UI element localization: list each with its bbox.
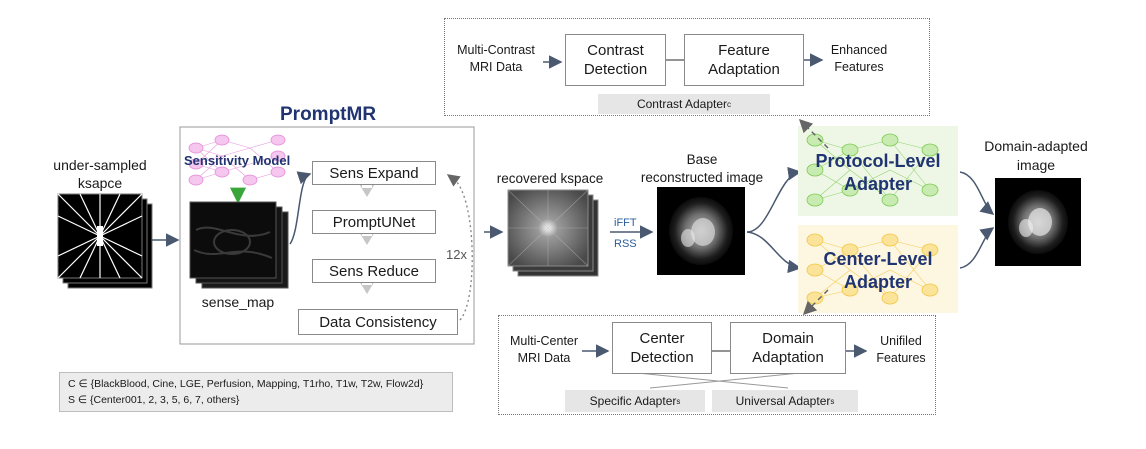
center-output-line2: Features bbox=[876, 351, 926, 365]
step-sens-expand: Sens Expand bbox=[312, 161, 436, 185]
domain-adaptation-line1: Domain bbox=[762, 330, 814, 347]
step-sens-reduce: Sens Reduce bbox=[312, 259, 436, 283]
contrast-detection-line2: Detection bbox=[583, 61, 648, 78]
sensitivity-model-label: Sensitivity Model bbox=[184, 153, 291, 168]
sense-map-label: sense_map bbox=[201, 294, 275, 310]
step-chevrons bbox=[358, 182, 376, 294]
recovered-kspace-stack bbox=[507, 189, 599, 277]
center-detection-box: Center Detection bbox=[612, 322, 712, 374]
center-output-line1: Unifiled bbox=[880, 334, 922, 348]
base-label-line1: Base bbox=[686, 152, 718, 167]
center-input-line1: Multi-Center bbox=[509, 334, 579, 348]
contrast-detection-line1: Contrast bbox=[587, 42, 644, 59]
repeat-label: 12x bbox=[446, 247, 467, 262]
center-detection-line1: Center bbox=[639, 330, 685, 347]
center-adapter-line2: Adapter bbox=[843, 272, 912, 292]
feature-adaptation-line1: Feature bbox=[718, 42, 770, 59]
feature-adaptation-box: Feature Adaptation bbox=[684, 34, 804, 86]
domain-adapted-image bbox=[995, 178, 1081, 266]
domain-adaptation-line2: Adaptation bbox=[752, 349, 824, 366]
legend-contrast-set: C ∈ {BlackBlood, Cine, LGE, Perfusion, M… bbox=[68, 378, 424, 390]
base-label-line2: reconstructed image bbox=[640, 170, 764, 185]
center-adapter-line1: Center-Level bbox=[823, 249, 933, 269]
specific-adapter-tag-sub: s bbox=[676, 396, 681, 406]
step-promptunet: PromptUNet bbox=[312, 210, 436, 234]
contrast-adapter-panel bbox=[444, 18, 930, 116]
output-label-line1: Domain-adapted bbox=[984, 138, 1088, 154]
sense-map-stack bbox=[189, 201, 289, 289]
contrast-adapter-tag-text: Contrast Adapter bbox=[636, 97, 728, 111]
legend-center-set: S ∈ {Center001, 2, 3, 5, 6, 7, others} bbox=[68, 394, 240, 406]
universal-adapter-tag-text: Universal Adapter bbox=[735, 394, 831, 408]
legend-box: C ∈ {BlackBlood, Cine, LGE, Perfusion, M… bbox=[59, 372, 453, 412]
contrast-detection-box: Contrast Detection bbox=[565, 34, 666, 86]
rss-label: RSS bbox=[614, 238, 637, 250]
contrast-input-line1: Multi-Contrast bbox=[457, 43, 535, 57]
center-adapter-panel bbox=[498, 315, 936, 415]
contrast-adapter-tag-sub: c bbox=[727, 99, 732, 109]
center-net bbox=[798, 225, 958, 313]
contrast-input-line2: MRI Data bbox=[469, 60, 523, 74]
kspace-input-stack bbox=[57, 193, 153, 289]
input-title-line2: ksapce bbox=[77, 175, 123, 191]
base-reconstructed-image bbox=[657, 187, 745, 275]
contrast-output-line1: Enhanced bbox=[830, 43, 888, 57]
protocol-net bbox=[798, 126, 958, 216]
input-title-line1: under-sampled bbox=[53, 157, 147, 173]
specific-adapter-tag-text: Specific Adapter bbox=[589, 394, 677, 408]
center-input-line2: MRI Data bbox=[517, 351, 571, 365]
protocol-adapter-line2: Adapter bbox=[843, 174, 912, 194]
domain-adaptation-box: Domain Adaptation bbox=[730, 322, 846, 374]
contrast-output-line2: Features bbox=[834, 60, 884, 74]
step-data-consistency: Data Consistency bbox=[298, 309, 458, 335]
output-label-line2: image bbox=[1016, 157, 1056, 173]
feature-adaptation-line2: Adaptation bbox=[708, 61, 780, 78]
universal-adapter-tag-sub: s bbox=[830, 396, 835, 406]
recovered-kspace-label: recovered kspace bbox=[496, 171, 604, 186]
ifft-label: iFFT bbox=[614, 217, 637, 229]
promptmr-title: PromptMR bbox=[280, 104, 377, 125]
center-detection-line2: Detection bbox=[630, 349, 694, 366]
protocol-adapter-line1: Protocol-Level bbox=[815, 151, 941, 171]
